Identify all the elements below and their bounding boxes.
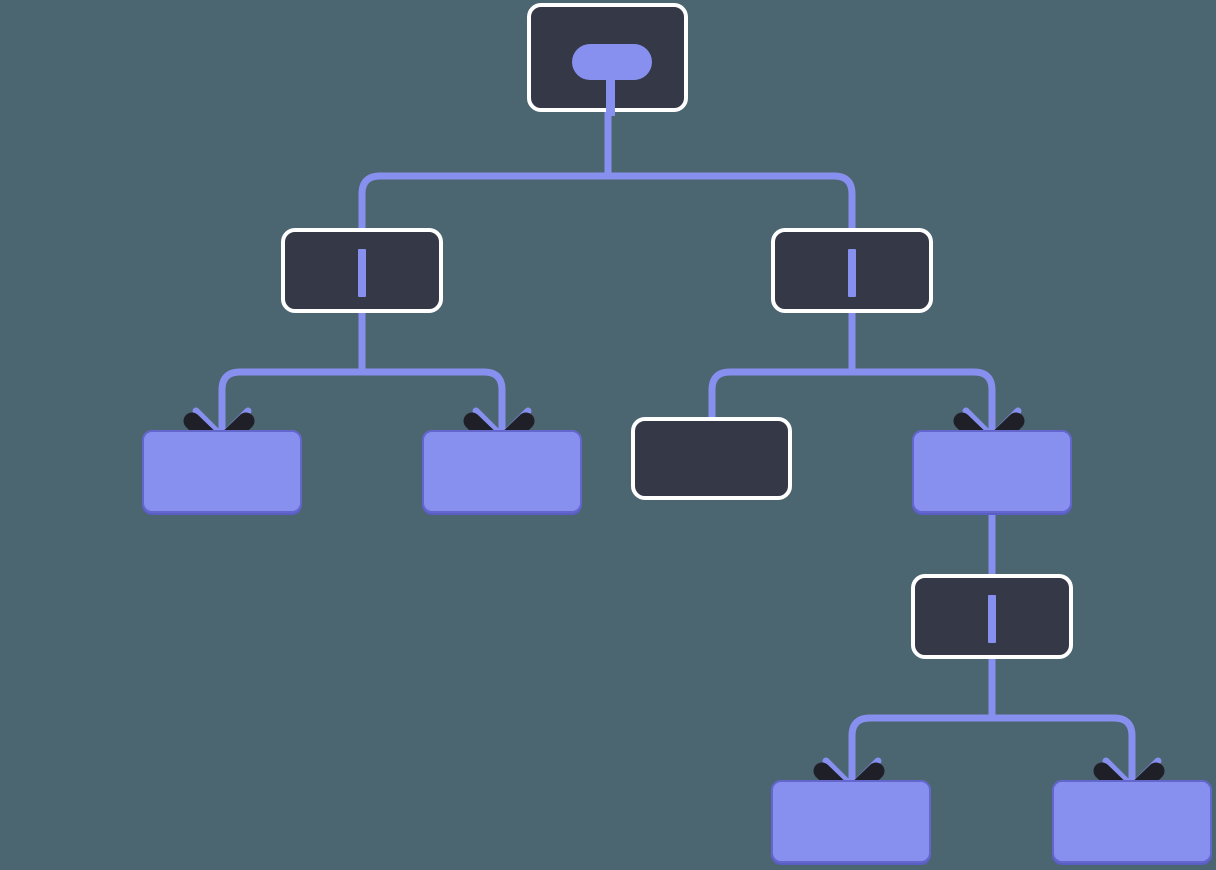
node-l3-d[interactable] xyxy=(912,430,1072,513)
node-l2-right-bar-icon xyxy=(848,249,856,297)
edge-l2-right-to-l3-d xyxy=(848,313,996,432)
root-stem-icon xyxy=(606,69,615,116)
edge-l4-to-l5-b xyxy=(988,659,1136,782)
node-l4[interactable] xyxy=(911,574,1073,659)
node-l3-a[interactable] xyxy=(142,430,302,513)
edge-l4-to-l5-a xyxy=(848,659,996,782)
edge-l2-left-to-l3-b xyxy=(358,313,506,432)
node-l2-right[interactable] xyxy=(771,228,933,313)
node-l3-c[interactable] xyxy=(631,417,792,500)
node-l2-left[interactable] xyxy=(281,228,443,313)
node-l5-a[interactable] xyxy=(771,780,931,863)
edge-l2-right-to-l3-c xyxy=(708,313,856,419)
node-l2-left-bar-icon xyxy=(358,249,366,297)
edge-l2-left-to-l3-a xyxy=(218,313,366,432)
edge-root-to-l2-left xyxy=(358,112,612,228)
node-l4-bar-icon xyxy=(988,595,996,643)
node-root[interactable] xyxy=(527,3,688,116)
node-l3-b[interactable] xyxy=(422,430,582,513)
node-l5-b[interactable] xyxy=(1052,780,1212,863)
edge-root-to-l2-right xyxy=(604,112,856,228)
